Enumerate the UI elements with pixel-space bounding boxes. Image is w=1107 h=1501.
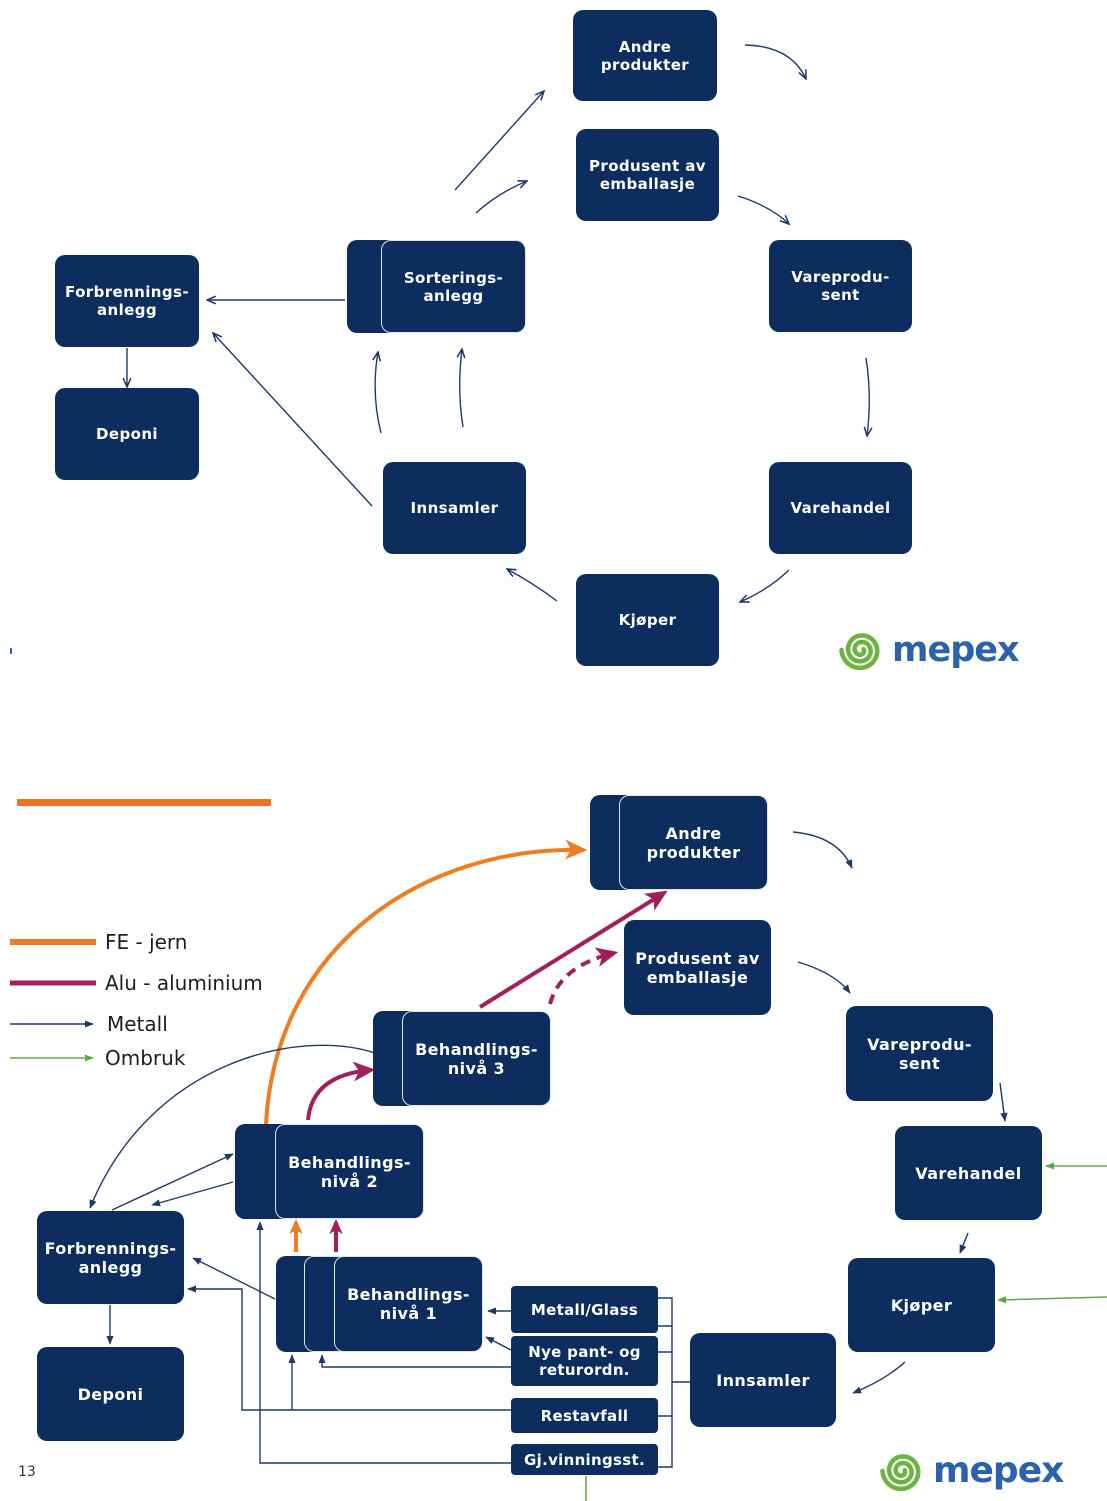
collection-metall-glass-box: Metall/Glass: [511, 1286, 658, 1333]
arrow-bottom-forbrenning-to-niva2: [111, 1153, 234, 1211]
top-kjoper-label: Kjøper: [618, 611, 677, 629]
behandlingsniva-2-label: Behandlings- nivå 2: [288, 1152, 411, 1191]
top-sorteringsanlegg-box: Sorterings- anlegg: [381, 240, 526, 333]
top-andre-produkter-label: Andre produkter: [600, 37, 690, 74]
arrow-top-produsent-to-vareprodusent: [737, 195, 789, 224]
collection-restavfall-box: Restavfall: [511, 1398, 658, 1433]
spiral-logo-icon: [880, 1454, 921, 1492]
arrow-alu-niva2-to-niva3: [306, 1061, 376, 1121]
behandlingsniva-1-label: Behandlings- nivå 1: [347, 1285, 470, 1323]
arrow-top-sortering-to-produsent: [475, 181, 527, 214]
bottom-forbrenningsanlegg-box: Forbrennings- anlegg: [37, 1211, 184, 1304]
spiral-logo-icon-path: [839, 633, 880, 671]
arrow-bottom-varehandel-to-kjoper: [959, 1232, 969, 1254]
arrow-bottom-produsent-to-vareprodusent: [797, 961, 851, 994]
spiral-logo-icon-path: [880, 1454, 921, 1492]
bottom-kjoper-label: Kjøper: [890, 1295, 953, 1315]
top-sorteringsanlegg-label: Sorterings- anlegg: [403, 268, 504, 305]
arrow-alu-niva3-to-andre-produkter: [478, 890, 668, 1009]
bottom-varehandel-label: Varehandel: [915, 1163, 1022, 1183]
arrow-top-innsamler-to-forbrenning: [213, 333, 373, 507]
top-produsent-box: Produsent av emballasje: [576, 129, 719, 221]
bottom-produsent-box: Produsent av emballasje: [624, 920, 771, 1015]
arrow-bottom-vareprodusent-to-varehandel: [999, 1082, 1008, 1122]
top-vareprodusent-label: Vareprodu- sent: [791, 268, 890, 304]
bottom-andre-produkter-box: Andre produkter: [619, 795, 768, 890]
collection-nye-pant-label: Nye pant- og returordn.: [528, 1343, 641, 1379]
arrow-top-kjoper-to-innsamler: [507, 569, 558, 602]
spiral-logo-icon: [839, 633, 880, 671]
mepex-logo-text: mepex: [933, 1450, 1064, 1491]
top-varehandel-box: Varehandel: [769, 462, 912, 554]
behandlingsniva-1-box: Behandlings- nivå 1: [334, 1256, 483, 1352]
innsamler-bracket: [657, 1297, 690, 1468]
legend-ombruk-label: Ombruk: [105, 1046, 186, 1070]
bottom-forbrenningsanlegg-label: Forbrennings- anlegg: [44, 1238, 177, 1277]
collection-gjvinningsst-box: Gj.vinningsst.: [511, 1444, 658, 1475]
top-innsamler-label: Innsamler: [410, 499, 499, 517]
arrow-bottom-kjoper-to-innsamler: [852, 1361, 906, 1394]
arrow-bottom-niva2-to-forbrenning: [151, 1181, 234, 1207]
arrow-bottom-niva1-to-forbrenning: [192, 1257, 276, 1300]
legend-fe-jern-label: FE - jern: [105, 930, 188, 954]
bottom-vareprodusent-box: Vareprodu- sent: [846, 1006, 993, 1101]
arrow-top-innsamler-to-sortering-right: [460, 349, 463, 428]
bottom-produsent-label: Produsent av emballasje: [635, 948, 760, 987]
top-mepex-logo: mepex: [838, 627, 1020, 673]
stray-mark: [10, 648, 12, 654]
arrow-bottom-andre-produkter-out: [792, 831, 853, 869]
bottom-mepex-logo: mepex: [879, 1448, 1064, 1494]
arrow-bottom-nye-pant-to-niva1-side: [485, 1336, 512, 1351]
bottom-varehandel-box: Varehandel: [895, 1126, 1042, 1220]
page-number: 13: [18, 1464, 36, 1480]
top-forbrenningsanlegg-box: Forbrennings- anlegg: [55, 255, 199, 347]
arrow-fe-niva2-to-andre-produkter: [264, 839, 588, 1125]
arrow-bottom-restavfall-to-forbrenning: [187, 1285, 511, 1411]
top-kjoper-box: Kjøper: [576, 574, 719, 666]
arrow-top-sortering-to-andre-produkter: [454, 91, 544, 191]
top-andre-produkter-box: Andre produkter: [573, 10, 717, 101]
arrow-bottom-nye-pant-to-niva1-bottom: [318, 1354, 511, 1368]
top-deponi-box: Deponi: [55, 388, 199, 480]
arrow-top-varehandel-to-kjoper: [740, 569, 790, 602]
arrow-bottom-gjvinning-to-niva2: [256, 1221, 511, 1464]
collection-gjvinningsst-label: Gj.vinningsst.: [524, 1450, 645, 1469]
behandlingsniva-2-box: Behandlings- nivå 2: [275, 1124, 424, 1219]
arrow-top-vareprodusent-to-varehandel: [866, 357, 869, 436]
legend-metall-label: Metall: [107, 1012, 168, 1036]
top-produsent-label: Produsent av emballasje: [589, 157, 706, 193]
bottom-vareprodusent-label: Vareprodu- sent: [867, 1034, 972, 1073]
arrow-ombruk-to-kjoper: [997, 1296, 1107, 1304]
bottom-andre-produkter-label: Andre produkter: [646, 823, 741, 862]
arrow-alu-niva3-to-produsent-dashed: [548, 947, 619, 1005]
bottom-innsamler-label: Innsamler: [716, 1370, 810, 1390]
arrow-top-innsamler-to-sortering-left: [375, 352, 382, 434]
arrow-top-andre-produkter-out: [744, 44, 806, 79]
bottom-deponi-label: Deponi: [77, 1384, 144, 1404]
behandlingsniva-3-box: Behandlings- nivå 3: [402, 1011, 551, 1106]
mepex-logo-text: mepex: [892, 630, 1020, 670]
section-accent-rule: [17, 799, 271, 806]
bottom-innsamler-box: Innsamler: [690, 1333, 836, 1427]
top-forbrenningsanlegg-label: Forbrennings- anlegg: [65, 283, 189, 319]
top-varehandel-label: Varehandel: [790, 499, 891, 517]
bottom-kjoper-box: Kjøper: [848, 1258, 995, 1352]
collection-nye-pant-box: Nye pant- og returordn.: [511, 1336, 658, 1386]
collection-restavfall-label: Restavfall: [540, 1406, 629, 1425]
top-deponi-label: Deponi: [96, 425, 158, 443]
legend-alu-label: Alu - aluminium: [105, 971, 263, 995]
top-innsamler-box: Innsamler: [383, 462, 526, 554]
arrow-bottom-niva3-to-forbrenning: [89, 1044, 376, 1209]
collection-metall-glass-label: Metall/Glass: [530, 1300, 639, 1319]
behandlingsniva-3-label: Behandlings- nivå 3: [415, 1039, 538, 1078]
top-vareprodusent-box: Vareprodu- sent: [769, 240, 912, 332]
bottom-deponi-box: Deponi: [37, 1347, 184, 1441]
